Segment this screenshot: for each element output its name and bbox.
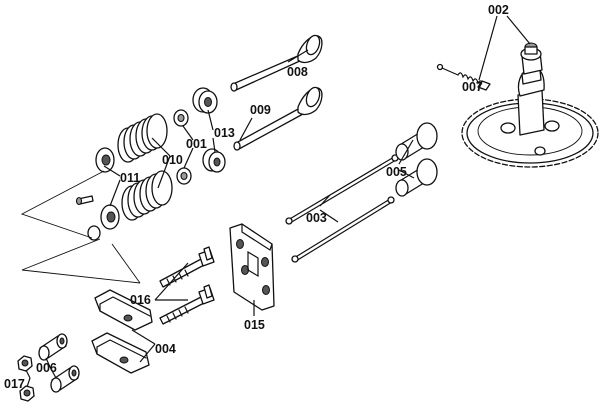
cap-upper [173, 109, 189, 127]
rocker-arm-lower [91, 332, 150, 374]
label-001: 001 [186, 137, 207, 151]
valve-upper [230, 34, 323, 92]
washer-lower [100, 204, 120, 230]
spring-lower [121, 170, 173, 221]
label-005: 005 [386, 165, 407, 179]
label-017: 017 [4, 377, 25, 391]
label-016: 016 [130, 293, 151, 307]
label-015: 015 [244, 318, 265, 332]
spring-upper [117, 113, 168, 163]
camshaft-gear [461, 42, 599, 168]
pushrod-lower [291, 196, 395, 263]
tappet-upper [395, 122, 438, 161]
pin [75, 195, 94, 206]
retainer-lower [202, 148, 226, 173]
tappet-lower [395, 158, 438, 197]
bolt-lower [159, 284, 215, 325]
label-006: 006 [36, 361, 57, 375]
label-003: 003 [306, 211, 327, 225]
rocker-arm-upper [94, 289, 153, 331]
nut-lower [19, 385, 35, 402]
label-002: 002 [488, 3, 509, 17]
roller [87, 225, 101, 241]
label-004: 004 [155, 342, 176, 356]
label-008: 008 [287, 65, 308, 79]
bolt-upper [159, 246, 215, 288]
assembly-guide-lines [20, 170, 141, 284]
cap-lower [176, 167, 192, 185]
pushrod-upper [285, 154, 399, 225]
guide-plate [229, 223, 275, 311]
label-013: 013 [214, 126, 235, 140]
spacer-lower [50, 365, 80, 393]
nut-upper [17, 355, 33, 372]
leader-lines [25, 15, 531, 388]
valve-lower [233, 86, 323, 151]
spacer-upper [38, 333, 68, 361]
retainer-upper [192, 87, 218, 114]
label-010: 010 [162, 153, 183, 167]
label-011: 011 [120, 171, 140, 185]
label-009: 009 [250, 103, 271, 117]
label-007: 007 [462, 80, 483, 94]
washer-upper [95, 147, 115, 173]
decompression-spring [436, 63, 491, 91]
